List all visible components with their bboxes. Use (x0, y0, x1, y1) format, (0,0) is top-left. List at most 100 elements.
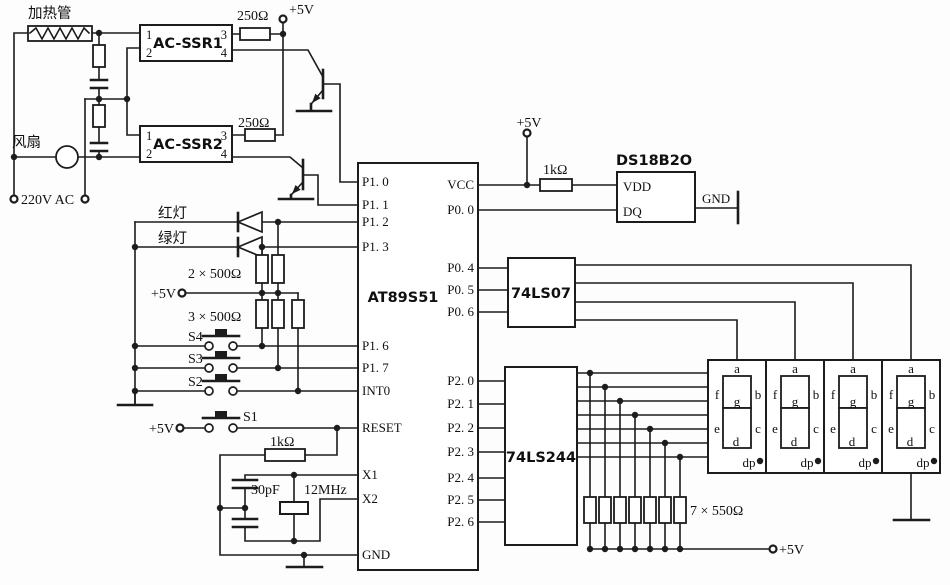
seg-g-label: g (908, 394, 915, 409)
junction-dot (95, 153, 103, 161)
power-terminal (175, 423, 185, 433)
s1-contact (204, 423, 214, 433)
switch-s1 (201, 411, 241, 433)
dp-dot (930, 457, 938, 465)
seg-g-label: g (734, 394, 741, 409)
s4-contact (228, 341, 238, 351)
digit-lower-cell (780, 407, 810, 449)
wire (231, 49, 325, 79)
pin-x2: X2 (362, 491, 378, 506)
segment-resistors-7x550 (583, 496, 687, 524)
ssr2-pin4-label: 4 (221, 147, 228, 161)
pin-p2-0: P2. 0 (447, 373, 474, 388)
switch-s3 (201, 351, 241, 373)
junction-dot (131, 342, 139, 350)
junction-dot (274, 364, 282, 372)
junction-dot (586, 369, 594, 377)
junction-dot (95, 95, 103, 103)
pin-p1-1: P1. 1 (362, 197, 389, 212)
digit-upper-cell (780, 375, 810, 409)
seg-a-label: a (792, 361, 798, 376)
junction-dot (10, 153, 18, 161)
junction-dot (131, 243, 139, 251)
wire (13, 32, 29, 196)
junction-dot (294, 387, 302, 395)
mcu-at89s51: AT89S51 P1. 0 P1. 1 P1. 2 P1. 3 P1. 6 P1… (357, 162, 479, 571)
seven-segment-digit-2: a f b g e c d dp (765, 359, 825, 474)
wire (244, 474, 359, 481)
junction-dot (661, 439, 669, 447)
resistor-250-1 (239, 27, 271, 41)
resistor-500-a (255, 254, 269, 284)
ssr1-pin3-label: 3 (221, 28, 227, 42)
wire (302, 174, 359, 206)
s3-contact (204, 363, 214, 373)
transistor-q2 (290, 158, 305, 196)
resistor-250-2 (244, 128, 276, 142)
transistor-q1 (310, 68, 325, 105)
junction-dot (523, 181, 531, 189)
junction-dot (258, 243, 266, 251)
seven-segment-digit-3: a f b g e c d dp (823, 359, 883, 474)
capacitor-30pf-2 (231, 517, 259, 529)
junction-dot (258, 342, 266, 350)
pin-x1: X1 (362, 467, 378, 482)
wire (574, 282, 854, 361)
switch-s4 (201, 329, 241, 351)
junction-dot (631, 411, 639, 419)
snubber-resistor-2 (92, 104, 106, 128)
resistor-1k-reset (264, 448, 306, 462)
s1-contact (228, 423, 238, 433)
resistor-550 (583, 496, 597, 524)
buffer-74ls07: 74LS07 (507, 257, 576, 328)
junction-dot (300, 551, 308, 559)
switch-s2 (201, 374, 241, 396)
junction-dot (290, 537, 298, 545)
mains-terminal-right (80, 194, 90, 204)
pin-p0-0: P0. 0 (447, 202, 474, 217)
v5-sensor-label: +5V (516, 116, 541, 131)
s4-label: S4 (188, 330, 203, 345)
seg-d-label: d (733, 434, 740, 449)
ac-ssr1-box (139, 24, 233, 62)
mcu-box (357, 162, 479, 571)
seg-b-label: b (929, 387, 936, 402)
pin-p1-2: P1. 2 (362, 214, 389, 229)
seg-f-label: f (715, 387, 720, 402)
seg-d-label: d (849, 434, 856, 449)
seg-c-label: c (871, 421, 877, 436)
ls07-box (507, 257, 576, 328)
junction-dot (216, 504, 224, 512)
pin-p2-3: P2. 3 (447, 444, 474, 459)
seg-c-label: c (929, 421, 935, 436)
seven-segment-digit-4: a f b g e c d dp (881, 359, 941, 474)
junction-dot (333, 424, 341, 432)
ssr1-pin2-label: 2 (146, 46, 152, 60)
seg-dp-label: dp (917, 455, 930, 470)
terminals (9, 14, 778, 554)
digit-upper-cell (838, 375, 868, 409)
heater-coil (28, 26, 91, 41)
junction-dot (676, 453, 684, 461)
seg-a-label: a (908, 361, 914, 376)
junctions (10, 29, 684, 559)
green-lamp-label: 绿灯 (158, 230, 187, 247)
pin-reset: RESET (362, 420, 402, 435)
v5-ssr-label: +5V (289, 3, 314, 18)
text-labels: 加热管 风扇 220V AC 250Ω 250Ω +5V 红灯 绿灯 2 × 5… (12, 3, 804, 558)
junction-dot (258, 289, 266, 297)
resistor-3x500-label: 3 × 500Ω (188, 310, 241, 325)
seg-dp-label: dp (743, 455, 756, 470)
power-terminal (768, 544, 778, 554)
digit-lower-cell (838, 407, 868, 449)
mains-label: 220V AC (21, 193, 74, 208)
seg-a-label: a (850, 361, 856, 376)
resistor-550 (643, 496, 657, 524)
s2-label: S2 (188, 375, 203, 390)
resistor-1k-sensor (539, 178, 573, 192)
ds18b20-box (616, 171, 696, 223)
heater-body (27, 25, 93, 42)
junction-dot (123, 95, 131, 103)
digit-lower-cell (722, 407, 752, 449)
